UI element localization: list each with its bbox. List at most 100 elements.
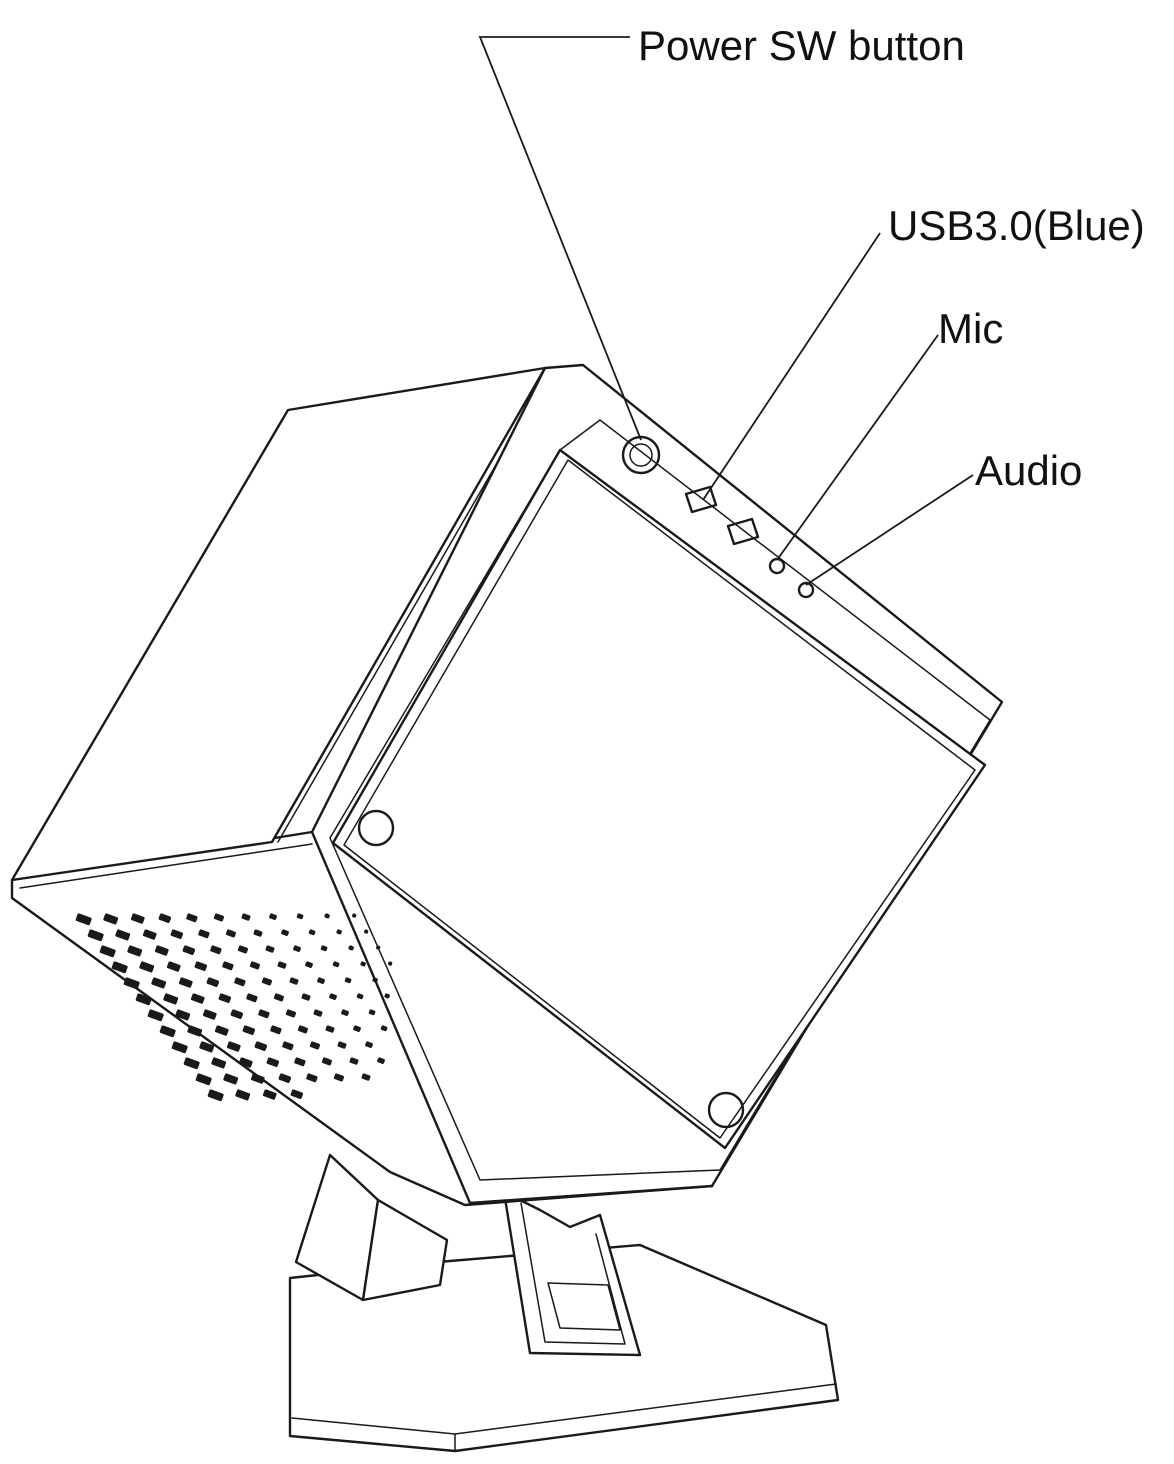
vent-slot xyxy=(368,1009,376,1016)
vent-slot xyxy=(273,993,285,1002)
vent-slot xyxy=(320,945,328,952)
vent-slot xyxy=(254,1041,268,1051)
vent-slot xyxy=(317,977,325,984)
vent-slot xyxy=(242,1025,256,1035)
vent-slot xyxy=(171,1041,188,1054)
vent-slot xyxy=(234,977,246,987)
vent-slot xyxy=(130,913,145,924)
vent-slot xyxy=(213,913,225,922)
vent-slot xyxy=(360,961,366,967)
vent-slot xyxy=(308,929,316,936)
vent-slot xyxy=(301,993,311,1001)
vent-slot xyxy=(151,977,167,989)
case-body xyxy=(10,363,1004,1207)
vent-slot xyxy=(87,929,104,942)
vent-slot xyxy=(206,977,220,987)
vent-slot xyxy=(103,913,119,925)
power-sw-label: Power SW button xyxy=(638,22,965,69)
vent-slot xyxy=(163,993,179,1005)
vent-slot xyxy=(313,1009,323,1017)
vent-slot xyxy=(214,1025,229,1036)
vent-slot xyxy=(332,961,340,968)
vent-slot xyxy=(337,1041,347,1049)
vent-slot xyxy=(178,977,193,988)
vent-slot xyxy=(380,1025,388,1032)
vent-slot xyxy=(115,929,131,941)
vent-slot xyxy=(175,1009,191,1021)
vent-slot xyxy=(158,913,172,923)
vent-slot xyxy=(281,929,289,936)
mic-label: Mic xyxy=(938,305,1003,352)
vent-slot xyxy=(235,1089,251,1101)
vent-slot xyxy=(237,945,249,954)
vent-slot xyxy=(265,945,275,953)
vent-slot xyxy=(210,945,222,955)
vent-slot xyxy=(266,1057,280,1067)
vent-slot xyxy=(225,929,237,938)
vent-slot xyxy=(341,1009,349,1016)
vent-slot xyxy=(211,1057,227,1069)
vent-slot xyxy=(356,993,364,1000)
vent-slot xyxy=(218,993,232,1003)
leader-lines xyxy=(478,36,974,586)
vent-slot xyxy=(321,1057,333,1066)
power-button-icon xyxy=(621,435,661,475)
vent-slot xyxy=(142,929,157,940)
vent-slot xyxy=(365,1041,373,1048)
vent-slot xyxy=(364,929,369,934)
vent-slot xyxy=(207,1089,224,1102)
vent-slot xyxy=(198,929,210,939)
vent-slot xyxy=(241,913,251,921)
vent-slot xyxy=(258,1009,270,1019)
vent-slot xyxy=(166,961,181,972)
vent-slot xyxy=(186,913,198,923)
vent-slot xyxy=(190,993,205,1004)
vent-slot xyxy=(246,993,258,1003)
vent-slot xyxy=(202,1009,217,1020)
vent-slot xyxy=(159,1025,176,1038)
vent-slot xyxy=(199,1041,215,1053)
vent-slot xyxy=(154,945,169,956)
vent-slot xyxy=(183,1057,200,1070)
front-io xyxy=(621,435,815,599)
vent-slot xyxy=(135,993,152,1006)
vent-slot xyxy=(333,1073,345,1082)
vent-slot xyxy=(139,961,155,973)
vent-slot xyxy=(324,913,330,919)
vent-slot xyxy=(297,1025,309,1034)
vent-slot xyxy=(336,929,342,935)
vent-slot xyxy=(261,977,273,986)
vent-slot xyxy=(325,1025,335,1033)
vent-slot xyxy=(305,961,313,968)
vent-slot xyxy=(349,1057,359,1065)
vent-slot xyxy=(195,1073,212,1086)
stand-base xyxy=(288,1153,840,1453)
vent-slot xyxy=(353,1025,361,1032)
vent-slot xyxy=(293,945,301,952)
vent-slot xyxy=(296,913,304,920)
vent-slot xyxy=(309,1041,321,1050)
vent-slot xyxy=(194,961,208,971)
vent-slot xyxy=(384,993,390,999)
usb-label: USB3.0(Blue) xyxy=(888,202,1145,249)
vent-slot xyxy=(123,977,140,990)
vent-slot xyxy=(170,929,184,939)
vent-slot xyxy=(361,1073,371,1081)
vent-slot xyxy=(111,961,128,974)
vent-grille xyxy=(75,913,393,1102)
vent-slot xyxy=(262,1089,277,1100)
vent-slot xyxy=(238,1057,253,1068)
vent-slot xyxy=(269,913,277,920)
vent-slot xyxy=(277,961,287,969)
vent-slot xyxy=(147,1009,164,1022)
vent-slot xyxy=(187,1025,203,1037)
vent-slot xyxy=(253,929,263,937)
vent-slot xyxy=(278,1073,292,1083)
vent-slot xyxy=(376,945,381,950)
vent-slot xyxy=(230,1009,244,1019)
vent-slot xyxy=(182,945,196,955)
vent-slot xyxy=(294,1057,306,1067)
audio-label: Audio xyxy=(975,447,1082,494)
vent-slot xyxy=(223,1073,239,1085)
